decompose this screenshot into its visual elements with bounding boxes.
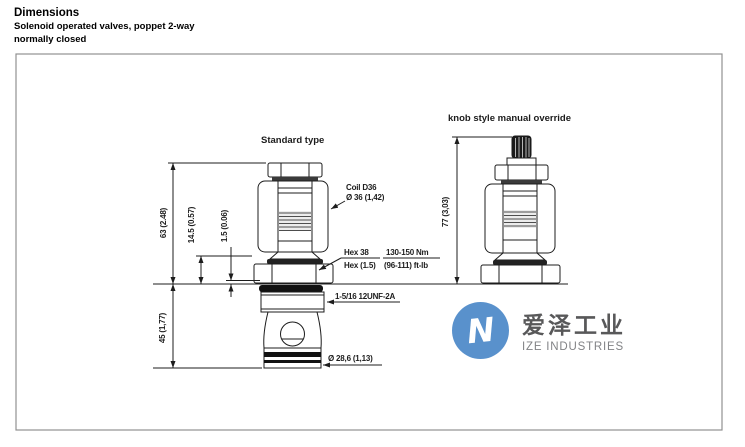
dimension-lines (153, 136, 512, 369)
dim-14-5: 14.5 (0.57) (187, 206, 196, 243)
page-title: Dimensions (14, 7, 80, 19)
standard-type-label: Standard type (261, 135, 324, 146)
torque-label-line2: (96-111) ft-lb (384, 261, 428, 270)
watermark-text: 爱泽工业 IZE INDUSTRIES (522, 302, 626, 354)
page-subtitle-line1: Solenoid operated valves, poppet 2-way (14, 21, 195, 32)
torque-label-line1: 130-150 Nm (386, 248, 429, 257)
dim-77: 77 (3,03) (441, 196, 450, 227)
knob-valve (480, 135, 561, 284)
nose-diameter-label: Ø 28,6 (1,13) (328, 354, 373, 363)
hex-label-line2: Hex (1.5) (344, 261, 376, 270)
knob-override-label: knob style manual override (448, 113, 571, 124)
dim-45: 45 (1,77) (158, 312, 167, 343)
thread-label: 1-5/16 12UNF-2A (335, 292, 396, 301)
coil-label-line1: Coil D36 (346, 183, 377, 192)
watermark-chinese: 爱泽工业 (522, 313, 626, 339)
watermark-logo: N 爱泽工业 IZE INDUSTRIES (452, 302, 626, 359)
logo-letter: N (464, 309, 497, 352)
page-subtitle-line2: normally closed (14, 34, 87, 45)
hex-label-line1: Hex 38 (344, 248, 369, 257)
dim-1-5: 1.5 (0.06) (220, 209, 229, 242)
drawing-panel-border (15, 53, 723, 431)
standard-valve (253, 162, 334, 369)
dim-63: 63 (2.48) (159, 207, 168, 238)
annotation-leaders (318, 200, 440, 368)
watermark-english: IZE INDUSTRIES (522, 341, 624, 353)
ize-logo-icon: N (452, 302, 509, 359)
page-header: Dimensions Solenoid operated valves, pop… (14, 6, 195, 46)
coil-label-line2: Ø 36 (1,42) (346, 193, 385, 202)
